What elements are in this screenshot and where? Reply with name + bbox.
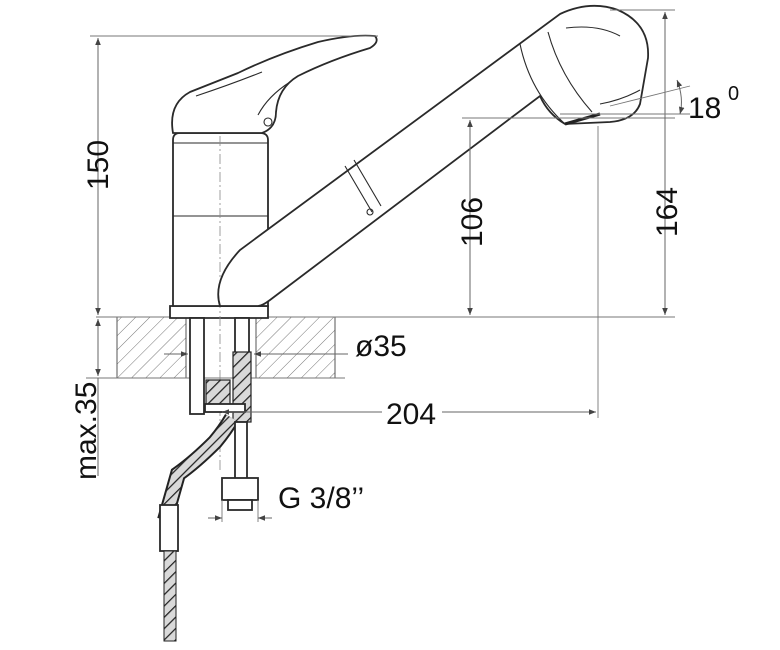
label-106: 106 <box>456 197 489 247</box>
label-150: 150 <box>82 140 115 190</box>
label-diameter: ø35 <box>355 330 407 363</box>
dimension-overall-height: 164 <box>345 9 684 318</box>
label-164: 164 <box>651 187 684 237</box>
dimension-max-thickness: max.35 <box>70 319 103 480</box>
dimension-spout-height: 106 <box>456 117 675 315</box>
label-204: 204 <box>386 398 436 431</box>
pull-out-spout <box>217 4 649 307</box>
dimension-hole-diameter: ø35 <box>164 330 407 363</box>
label-degree-mark: 0 <box>728 83 739 105</box>
connection-hoses <box>157 317 259 642</box>
dimension-connection-thread: G 3/8’’ <box>208 482 364 522</box>
dimension-height-total: 150 <box>82 35 378 315</box>
label-max35: max.35 <box>70 382 103 480</box>
worktop-section <box>86 316 345 379</box>
lever-handle <box>171 34 378 134</box>
dimension-spout-angle: 18 0 <box>560 79 739 125</box>
label-18: 18 <box>688 92 721 125</box>
label-g38: G 3/8’’ <box>278 482 364 515</box>
dimension-reach: 204 <box>222 126 599 431</box>
